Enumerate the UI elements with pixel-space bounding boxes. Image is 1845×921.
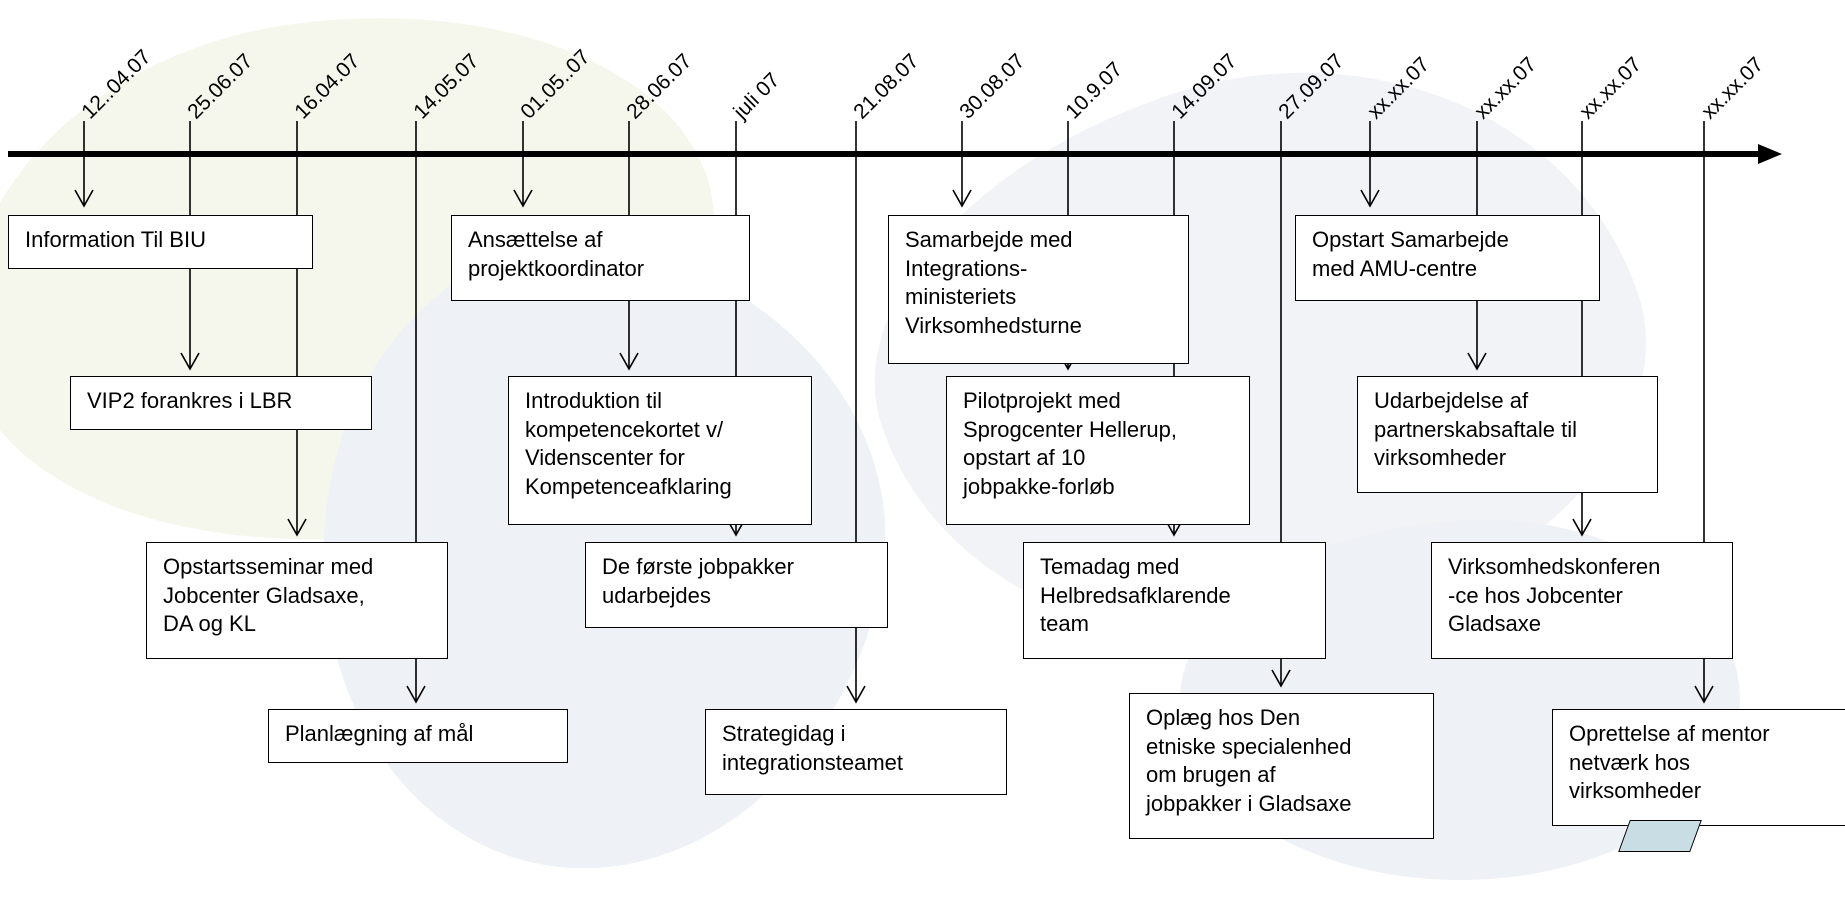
event-text-line: VIP2 forankres i LBR <box>87 388 293 413</box>
event-text-line: om brugen af <box>1146 762 1276 788</box>
event-opstart-amu: Opstart Samarbejde med AMU-centre <box>1295 215 1600 301</box>
arrow-head <box>513 189 533 208</box>
event-text-line: Gladsaxe <box>1448 611 1541 637</box>
event-information-til-biu: Information Til BIU <box>8 215 313 269</box>
event-text-line: virksomheder <box>1569 778 1702 804</box>
event-text-line: Samarbejde med <box>905 227 1073 252</box>
arrow-head <box>619 352 639 371</box>
event-text-line: Strategidag i <box>722 721 846 746</box>
event-text-line: kompetencekortet v/ <box>525 416 724 442</box>
event-oprettelse-mentor: Oprettelse af mentor netværk hos virksomhe… <box>1552 709 1845 826</box>
arrow-head <box>180 352 200 371</box>
arrow-head <box>1572 518 1592 537</box>
event-text-line: projektkoordinator <box>468 255 645 281</box>
event-text-line: jobpakker i Gladsaxe <box>1146 790 1352 816</box>
arrow-head <box>1360 189 1380 208</box>
event-vip2-forankres: VIP2 forankres i LBR <box>70 376 372 430</box>
corner-tab <box>1618 820 1702 852</box>
arrow-head <box>1467 352 1487 371</box>
event-text-line: partnerskabsaftale til <box>1374 416 1577 442</box>
event-text-line: Opstartsseminar med <box>163 554 374 579</box>
timeline-connectors <box>8 121 1782 704</box>
event-text-line: Kompetenceafklaring <box>525 473 732 499</box>
event-text-line: Oprettelse af mentor <box>1569 721 1770 746</box>
event-text-line: integrationsteamet <box>722 749 903 775</box>
event-text-line: netværk hos <box>1569 749 1691 775</box>
event-text-line: DA og KL <box>163 611 256 637</box>
event-text-line: Oplæg hos Den <box>1146 705 1301 730</box>
event-ansaettelse: Ansættelse af projektkoordinator <box>451 215 750 301</box>
event-text-line: Planlægning af mål <box>285 721 474 746</box>
event-udarbejdelse: Udarbejdelse af partnerskabsaftale til vir… <box>1357 376 1658 493</box>
arrow-head <box>846 685 866 704</box>
event-text-line: virksomheder <box>1374 445 1507 471</box>
arrow-head <box>74 189 94 208</box>
event-text-line: opstart af 10 <box>963 445 1086 471</box>
event-text-line: etniske specialenhed <box>1146 733 1352 759</box>
event-text-line: Pilotprojekt med <box>963 388 1121 413</box>
arrow-head <box>1271 669 1291 688</box>
event-text-line: Temadag med <box>1040 554 1180 579</box>
timeline-arrowhead <box>1758 144 1782 164</box>
event-text-line: -ce hos Jobcenter <box>1448 582 1623 608</box>
event-oplaeg: Oplæg hos Den etniske specialenhed om brug… <box>1129 693 1434 839</box>
event-text-line: ministeriets <box>905 284 1017 310</box>
event-text-line: Helbredsafklarende <box>1040 582 1231 608</box>
event-text-line: Virksomhedsturne <box>905 312 1082 338</box>
arrow-head <box>1694 685 1714 704</box>
event-text-line: Jobcenter Gladsaxe, <box>163 582 365 608</box>
event-text-line: med AMU-centre <box>1312 255 1478 281</box>
event-text-line: Virksomhedskonferen <box>1448 554 1661 579</box>
event-text-line: udarbejdes <box>602 582 711 608</box>
event-strategidag: Strategidag i integrationsteamet <box>705 709 1007 795</box>
event-text-line: Sprogcenter Hellerup, <box>963 416 1178 442</box>
arrow-head <box>406 685 426 704</box>
event-text-line: Ansættelse af <box>468 227 603 252</box>
arrow-head <box>287 518 307 537</box>
event-text-line: Videnscenter for <box>525 445 685 471</box>
event-text-line: Introduktion til <box>525 388 662 413</box>
event-introduktion: Introduktion til kompetencekortet v/Viden… <box>508 376 812 525</box>
event-text-line: team <box>1040 611 1089 637</box>
event-foerste-jobpakker: De første jobpakker udarbejdes <box>585 542 888 628</box>
event-text-line: De første jobpakker <box>602 554 794 579</box>
event-text-line: Udarbejdelse af <box>1374 388 1529 413</box>
event-text-line: Information Til BIU <box>25 227 206 252</box>
arrow-head <box>952 189 972 208</box>
event-text-line: Opstart Samarbejde <box>1312 227 1509 252</box>
event-text-line: jobpakke-forløb <box>963 473 1115 499</box>
event-planlaegning: Planlægning af mål <box>268 709 568 763</box>
event-text-line: Integrations- <box>905 255 1028 281</box>
